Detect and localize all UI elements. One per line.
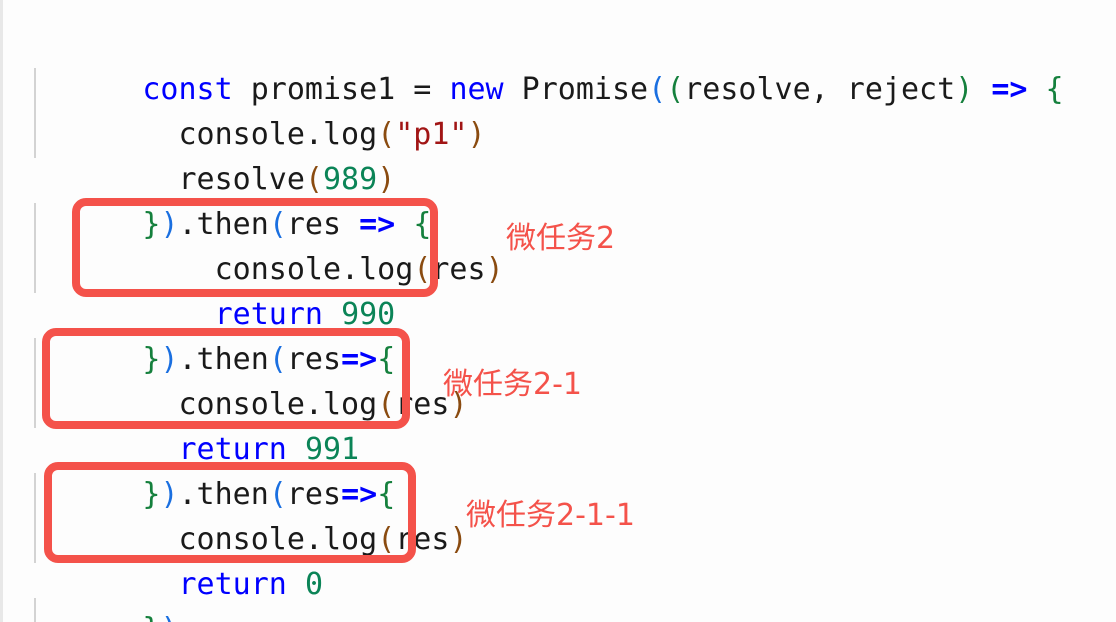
token-paren-close-outer-3: )	[160, 477, 179, 512]
token-keyword-const: const	[142, 72, 233, 107]
code-line-7[interactable]: }).then(res=>{	[34, 292, 395, 427]
code-line-3[interactable]: resolve(989)	[34, 112, 395, 247]
highlight-box-3	[44, 462, 416, 563]
indent-guide-block-3	[34, 338, 36, 428]
token-then-2: .then	[178, 342, 269, 377]
code-line-1[interactable]: const promise1 = new Promise((resolve, r…	[34, 22, 1064, 157]
token-keyword-return-2: return	[178, 432, 287, 467]
token-arrow-1: =>	[991, 72, 1028, 107]
token-param-res-2: res	[286, 342, 342, 377]
indent-guide-block-2	[34, 203, 36, 293]
annotation-micro-task-2: 微任务2	[506, 221, 616, 256]
highlight-box-2	[42, 328, 410, 429]
code-line-6[interactable]: return 990	[34, 247, 396, 382]
code-line-12[interactable]: return 0	[34, 517, 324, 622]
token-keyword-return-1: return	[214, 297, 323, 332]
token-brace-open-1: {	[1045, 72, 1064, 107]
token-then-1: .then	[178, 207, 269, 242]
code-line-13[interactable]: })	[34, 562, 178, 622]
token-paren-open-log2: (	[413, 252, 432, 287]
annotation-micro-task-2-1: 微任务2-1	[443, 367, 582, 402]
token-paren-open-then-1: (	[268, 207, 287, 242]
token-keyword-return-3: return	[178, 567, 287, 602]
token-paren-close-params: )	[955, 72, 974, 107]
token-resolve-call: resolve	[142, 162, 305, 197]
token-paren-open-then-3: (	[268, 477, 287, 512]
token-brace-close-3: }	[142, 477, 161, 512]
token-param-res-3: res	[286, 477, 342, 512]
token-paren-close-log1: )	[467, 117, 486, 152]
token-paren-close-outer-4: )	[160, 612, 178, 622]
token-keyword-new: new	[449, 72, 504, 107]
token-paren-open-log4: (	[377, 522, 396, 557]
token-arrow-3: =>	[341, 342, 378, 377]
code-line-8[interactable]: console.log(res)	[34, 337, 468, 472]
code-line-4[interactable]: }).then(res => {	[34, 157, 431, 292]
token-param-res-1: res	[286, 207, 360, 242]
token-paren-close-outer-1: )	[160, 207, 179, 242]
token-arg-res-2: res	[431, 252, 486, 287]
code-line-10[interactable]: }).then(res=>{	[34, 427, 395, 562]
token-space-6	[287, 567, 305, 602]
token-console-log-1: console.log	[142, 117, 378, 152]
code-line-14-clipped[interactable]: console.log("script")	[34, 607, 634, 622]
token-number-991: 991	[304, 432, 360, 467]
token-brace-open-2: {	[413, 207, 432, 242]
token-arrow-2: =>	[359, 207, 396, 242]
token-then-3: .then	[178, 477, 269, 512]
token-console-log-2: console.log	[142, 252, 414, 287]
token-paren-open-resolve: (	[304, 162, 323, 197]
code-line-2[interactable]: console.log("p1")	[34, 67, 486, 202]
token-paren-open-log1: (	[377, 117, 396, 152]
token-paren-open-then-2: (	[268, 342, 287, 377]
token-paren-open-outer: (	[648, 72, 667, 107]
token-console-log-4: console.log	[142, 522, 378, 557]
token-paren-close-log3: )	[449, 387, 468, 422]
token-paren-open-log3: (	[377, 387, 396, 422]
indent-guide-block-4	[34, 473, 36, 563]
token-paren-open-params: (	[666, 72, 685, 107]
token-params-resolve-reject: resolve, reject	[684, 72, 956, 107]
token-paren-close-log2: )	[485, 252, 504, 287]
code-line-5[interactable]: console.log(res)	[34, 202, 504, 337]
token-number-990: 990	[341, 297, 396, 332]
token-brace-close-1: }	[142, 207, 161, 242]
token-space-2	[1027, 72, 1045, 107]
token-brace-open-4: {	[377, 477, 396, 512]
editor-gutter-edge	[0, 0, 3, 622]
token-brace-open-3: {	[377, 342, 396, 377]
token-paren-close-outer-2: )	[160, 342, 179, 377]
indent-guide-block-1	[34, 68, 36, 158]
token-number-0: 0	[304, 567, 323, 602]
token-string-p1: "p1"	[395, 117, 468, 152]
indent-guide-block-5	[34, 598, 36, 622]
token-identifier-promise1: promise1 =	[232, 72, 450, 107]
code-line-9[interactable]: return 991	[34, 382, 360, 517]
token-number-989: 989	[323, 162, 378, 197]
code-line-11[interactable]: console.log(res)	[34, 472, 468, 607]
token-paren-close-resolve: )	[377, 162, 396, 197]
token-arrow-4: =>	[341, 477, 378, 512]
annotation-micro-task-2-1-1: 微任务2-1-1	[466, 498, 635, 533]
token-space-1	[973, 72, 991, 107]
token-brace-close-4: }	[142, 612, 160, 622]
highlight-box-1	[72, 198, 438, 297]
token-identifier-promise: Promise	[503, 72, 649, 107]
token-paren-close-log4: )	[449, 522, 468, 557]
token-console-log-3: console.log	[142, 387, 378, 422]
token-brace-close-2: }	[142, 342, 161, 377]
